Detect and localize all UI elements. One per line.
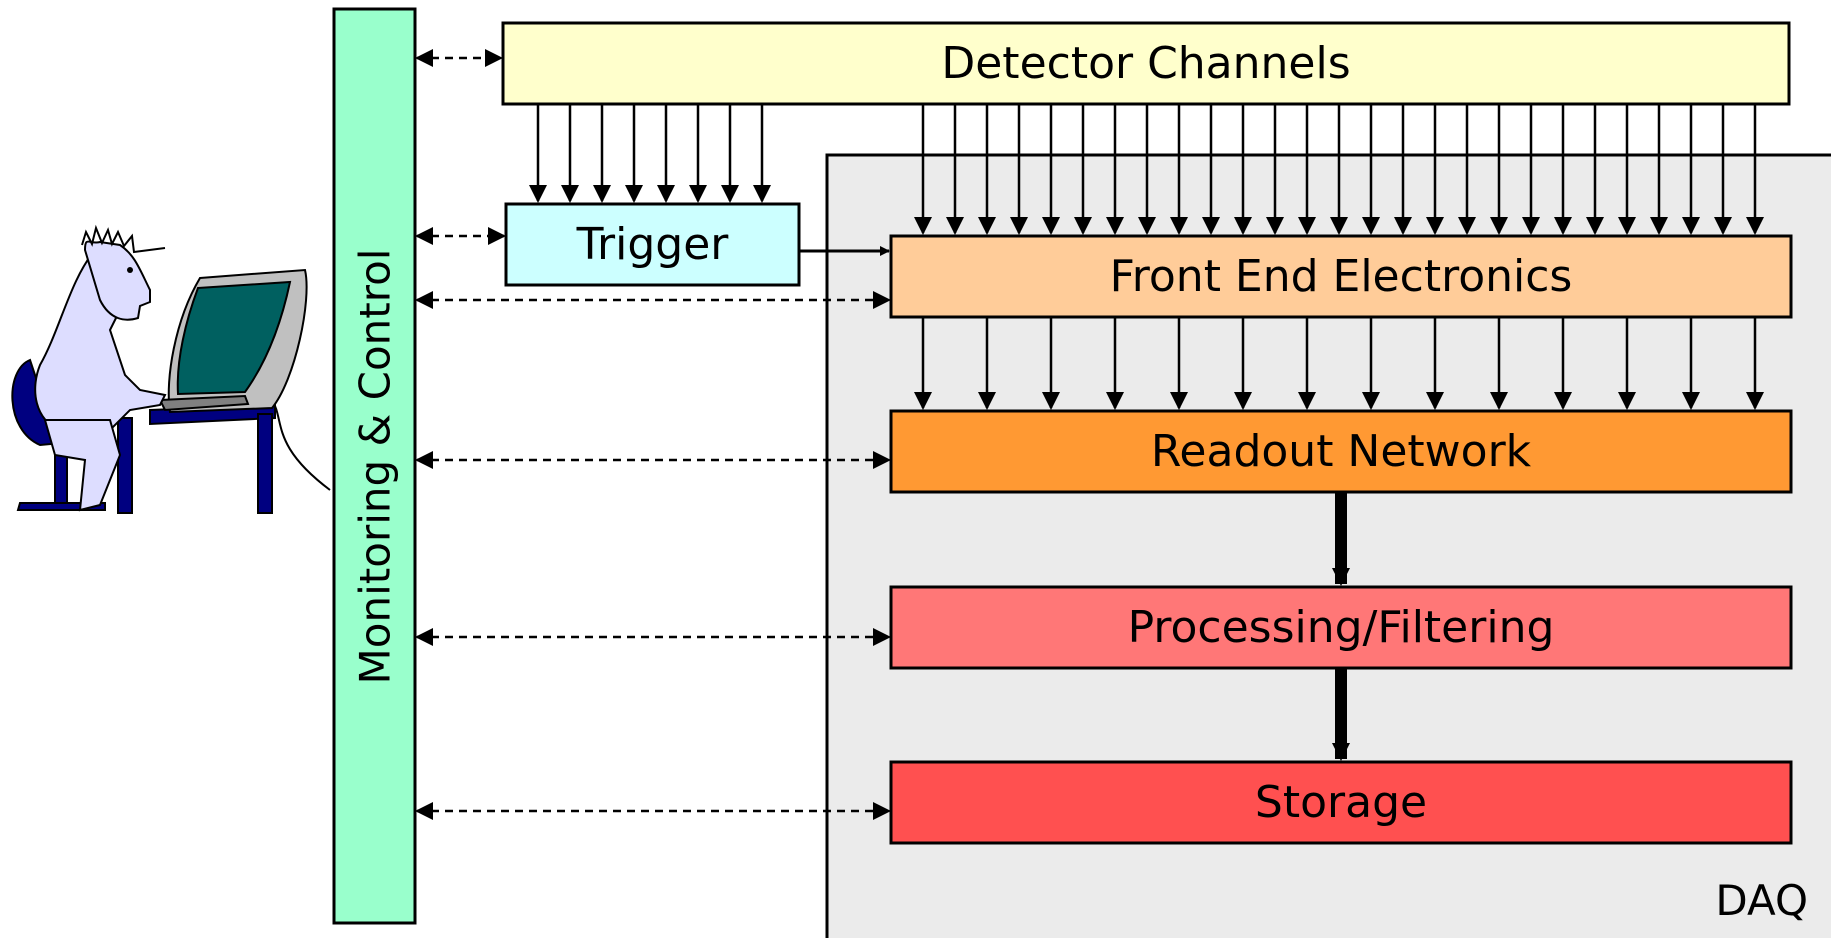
person-at-computer-icon [11, 224, 331, 514]
detector-to-front-end-arrows [914, 104, 1764, 235]
front-end-to-readout-arrows [914, 317, 1764, 410]
monitoring-control-arrows [415, 49, 891, 820]
storage-box [889, 760, 1793, 845]
detector-channels-box [501, 21, 1791, 106]
trigger-box [504, 202, 801, 287]
processing-filtering-box [889, 585, 1793, 670]
detector-to-trigger-arrows [529, 104, 771, 203]
monitoring-control-box [332, 7, 417, 925]
front-end-electronics-box [889, 234, 1793, 319]
readout-network-box [889, 409, 1793, 494]
